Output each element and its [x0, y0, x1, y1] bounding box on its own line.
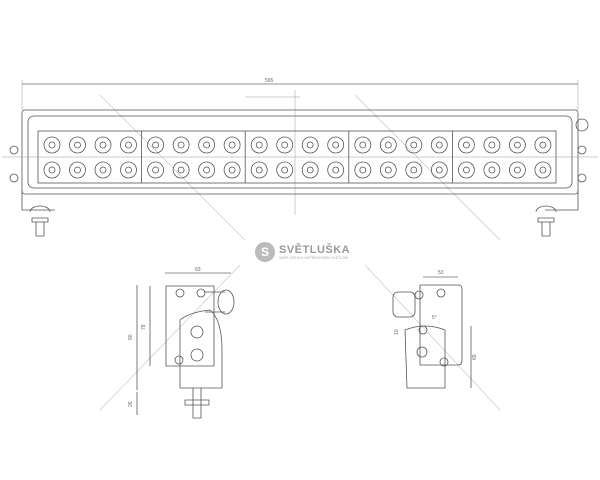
led-icon	[306, 141, 314, 149]
led-icon	[203, 141, 211, 149]
dimension-side-total: 90	[128, 334, 134, 340]
logo-badge-icon: S	[255, 242, 275, 262]
led-icon	[534, 136, 552, 154]
led-icon	[301, 161, 319, 179]
led-icon	[69, 161, 86, 179]
led-icon	[539, 141, 547, 149]
led-icon	[306, 166, 314, 174]
led-icon	[255, 141, 263, 149]
led-icon	[410, 166, 418, 174]
dimension-rear-offset: 10	[394, 329, 400, 335]
led-icon	[147, 161, 165, 179]
led-icon	[354, 136, 372, 154]
led-icon	[172, 136, 190, 154]
led-icon	[332, 141, 340, 149]
led-icon	[359, 166, 367, 174]
rear-view: 53 69 10 5°	[392, 270, 478, 389]
led-icon	[125, 141, 132, 149]
led-icon	[483, 136, 501, 154]
led-icon	[198, 161, 216, 179]
led-icon	[177, 141, 185, 149]
led-icon	[281, 166, 289, 174]
led-icon	[281, 141, 289, 149]
light-bar-front-view	[2, 109, 598, 237]
led-icon	[332, 166, 340, 174]
dimension-rear-angle: 5°	[432, 315, 437, 321]
led-icon	[457, 161, 475, 179]
led-icon	[48, 141, 56, 149]
logo-tagline: VAŠE CESTA K NEPRÁVOZNÍM SVĚTLŮM	[279, 255, 348, 260]
led-icon	[125, 166, 132, 174]
svetluska-logo: S SVĚTLUŠKA VAŠE CESTA K NEPRÁVOZNÍM SVĚ…	[255, 242, 350, 262]
led-icon	[276, 161, 294, 179]
led-icon	[255, 166, 263, 174]
led-icon	[457, 136, 475, 154]
led-icon	[483, 161, 501, 179]
led-icon	[430, 161, 448, 179]
led-icon	[99, 166, 107, 174]
led-icon	[223, 136, 241, 154]
led-icon	[509, 136, 526, 154]
led-icon	[327, 161, 345, 179]
led-icon	[462, 166, 470, 174]
led-icon	[539, 166, 547, 174]
dimension-rear-height: 69	[472, 354, 478, 360]
dimension-side-depth: 63	[195, 267, 201, 273]
led-icon	[488, 166, 496, 174]
led-icon	[69, 136, 86, 154]
led-icon	[250, 161, 268, 179]
led-icon	[198, 136, 216, 154]
led-icon	[172, 161, 190, 179]
led-icon	[152, 141, 160, 149]
led-icon	[384, 141, 392, 149]
led-icon	[430, 136, 448, 154]
led-icon	[509, 161, 526, 179]
logo-brand-name: SVĚTLUŠKA	[279, 243, 351, 256]
led-icon	[384, 166, 392, 174]
led-icon	[379, 136, 397, 154]
led-icon	[94, 136, 112, 154]
dimension-side-mount: 26	[128, 401, 134, 407]
led-icon	[301, 136, 319, 154]
side-view: 63 78 90 26	[128, 267, 235, 419]
led-icon	[435, 166, 443, 174]
led-icon	[120, 161, 137, 179]
led-icon	[99, 141, 107, 149]
led-icon	[152, 166, 160, 174]
led-icon	[405, 136, 423, 154]
led-icon	[534, 161, 552, 179]
led-icon	[276, 136, 294, 154]
led-icon	[379, 161, 397, 179]
led-icon	[228, 141, 236, 149]
led-icon	[359, 141, 367, 149]
led-icon	[228, 166, 236, 174]
dimension-rear-depth: 53	[438, 270, 444, 276]
led-icon	[120, 136, 137, 154]
led-icon	[74, 166, 81, 174]
led-icon	[514, 166, 521, 174]
led-icon	[354, 161, 372, 179]
led-icon	[177, 166, 185, 174]
led-icon	[43, 161, 61, 179]
led-icon	[48, 166, 56, 174]
led-icon	[223, 161, 241, 179]
led-icon	[462, 141, 470, 149]
led-icon	[94, 161, 112, 179]
led-icon	[327, 136, 345, 154]
led-icon	[203, 166, 211, 174]
watermark-lines	[99, 94, 501, 411]
led-icon	[435, 141, 443, 149]
led-icon	[405, 161, 423, 179]
led-icon	[250, 136, 268, 154]
dimension-overall-length: 565	[265, 78, 274, 84]
led-icon	[147, 136, 165, 154]
led-icon	[74, 141, 81, 149]
dimension-side-inner: 78	[141, 324, 147, 330]
led-icon	[43, 136, 61, 154]
led-icon	[410, 141, 418, 149]
led-icon	[488, 141, 496, 149]
led-icon	[514, 141, 521, 149]
